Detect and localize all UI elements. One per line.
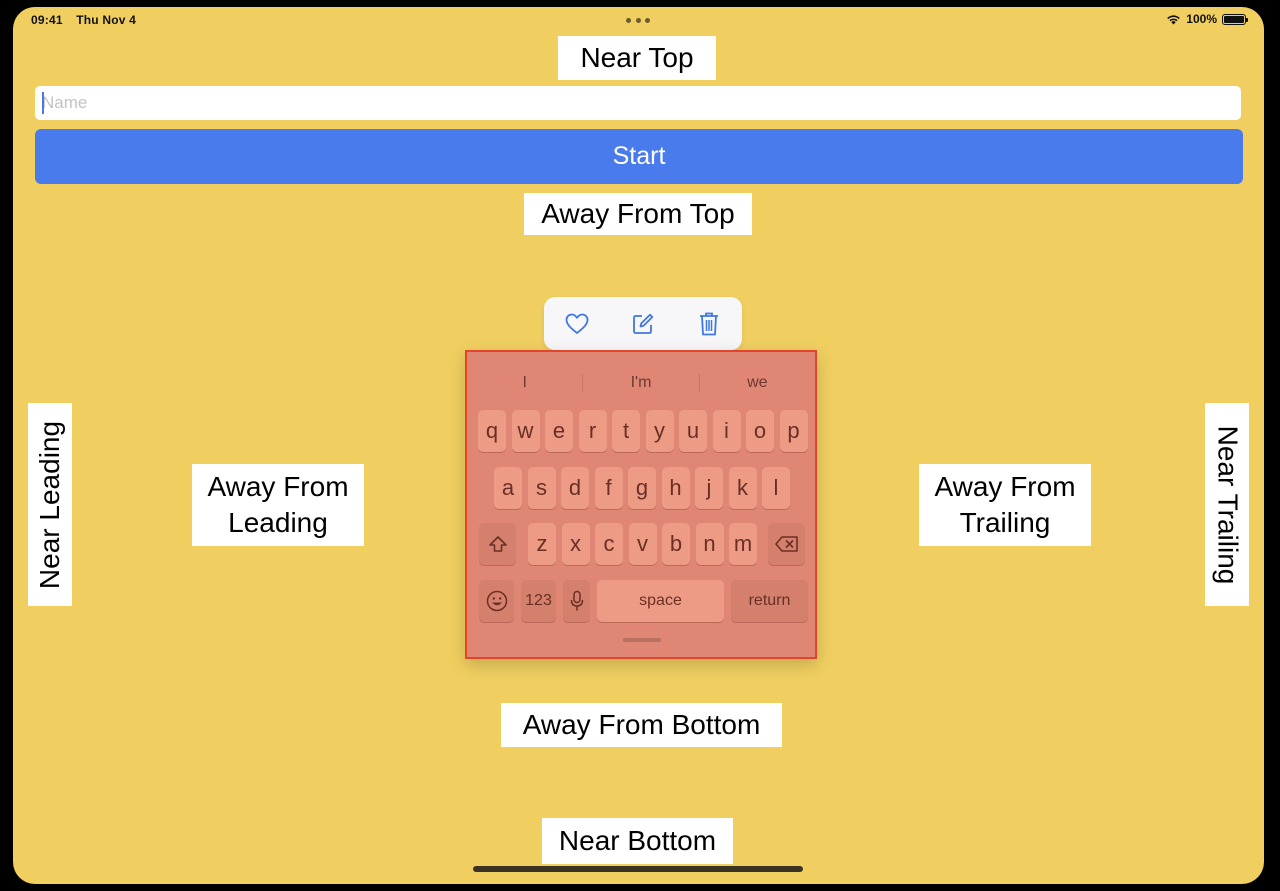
key-z[interactable]: z: [528, 523, 556, 565]
suggestion-item[interactable]: I: [522, 374, 527, 391]
microphone-icon: [570, 590, 583, 611]
key-h[interactable]: h: [661, 467, 690, 509]
trash-icon[interactable]: [694, 309, 724, 339]
text-caret: [42, 92, 44, 114]
label-away-from-leading: Away From Leading: [192, 464, 364, 546]
key-j[interactable]: j: [695, 467, 723, 509]
multitasking-dots-icon[interactable]: [626, 18, 650, 23]
key-i[interactable]: i: [712, 410, 741, 452]
key-v[interactable]: v: [628, 523, 657, 565]
suggestion-item[interactable]: we: [747, 374, 768, 391]
suggestion-divider: [698, 374, 700, 392]
key-c[interactable]: c: [595, 523, 623, 565]
key-x[interactable]: x: [561, 523, 590, 565]
key-u[interactable]: u: [679, 410, 707, 452]
start-button[interactable]: Start: [35, 129, 1243, 184]
suggestion-divider: [582, 374, 584, 392]
label-near-trailing-text: Near Trailing: [1212, 425, 1244, 584]
battery-fill: [1224, 15, 1244, 23]
key-a[interactable]: a: [494, 467, 522, 509]
space-key[interactable]: space: [597, 580, 724, 622]
battery-percent: 100%: [1186, 12, 1217, 26]
shift-icon: [488, 536, 507, 552]
edit-icon[interactable]: [628, 309, 658, 339]
edit-menu: [544, 297, 742, 350]
suggestion-bar: I I'm we: [467, 366, 815, 400]
name-input[interactable]: [35, 86, 1241, 120]
suggestion-item[interactable]: I'm: [630, 374, 652, 391]
key-s[interactable]: s: [527, 467, 556, 509]
label-near-trailing: Near Trailing: [1205, 403, 1249, 606]
label-away-from-top: Away From Top: [524, 193, 752, 235]
key-t[interactable]: t: [612, 410, 640, 452]
status-date: Thu Nov 4: [76, 13, 137, 27]
key-d[interactable]: d: [561, 467, 589, 509]
key-n[interactable]: n: [695, 523, 724, 565]
key-p[interactable]: p: [779, 410, 808, 452]
label-near-top: Near Top: [558, 36, 716, 80]
battery-icon: [1222, 13, 1248, 25]
key-q[interactable]: q: [478, 410, 506, 452]
device-screen: 09:41 Thu Nov 4 100% Near Top Start Away…: [13, 7, 1264, 884]
key-m[interactable]: m: [729, 523, 757, 565]
label-away-from-bottom: Away From Bottom: [501, 703, 782, 747]
keyboard-drag-handle[interactable]: [623, 638, 661, 642]
emoji-key[interactable]: [479, 580, 514, 622]
key-r[interactable]: r: [578, 410, 607, 452]
key-f[interactable]: f: [594, 467, 623, 509]
key-k[interactable]: k: [728, 467, 757, 509]
label-near-bottom: Near Bottom: [542, 818, 733, 864]
delete-key[interactable]: [768, 523, 805, 565]
return-key[interactable]: return: [731, 580, 808, 622]
key-l[interactable]: l: [762, 467, 790, 509]
status-bar-left: 09:41 Thu Nov 4: [31, 13, 146, 27]
label-near-leading: Near Leading: [28, 403, 72, 606]
heart-icon[interactable]: [562, 309, 592, 339]
numbers-key[interactable]: 123: [521, 580, 556, 622]
key-g[interactable]: g: [628, 467, 656, 509]
key-o[interactable]: o: [746, 410, 774, 452]
key-y[interactable]: y: [645, 410, 674, 452]
home-indicator[interactable]: [473, 866, 803, 872]
delete-icon: [774, 536, 798, 552]
wifi-icon: [1167, 14, 1181, 24]
status-time: 09:41: [31, 13, 63, 27]
key-b[interactable]: b: [662, 523, 690, 565]
dictation-key[interactable]: [563, 580, 590, 622]
key-e[interactable]: e: [545, 410, 573, 452]
key-w[interactable]: w: [511, 410, 540, 452]
status-bar-right: 100%: [1166, 12, 1248, 26]
label-near-leading-text: Near Leading: [34, 420, 65, 589]
emoji-icon: [486, 590, 507, 612]
shift-key[interactable]: [479, 523, 516, 565]
label-away-from-trailing: Away From Trailing: [919, 464, 1091, 546]
